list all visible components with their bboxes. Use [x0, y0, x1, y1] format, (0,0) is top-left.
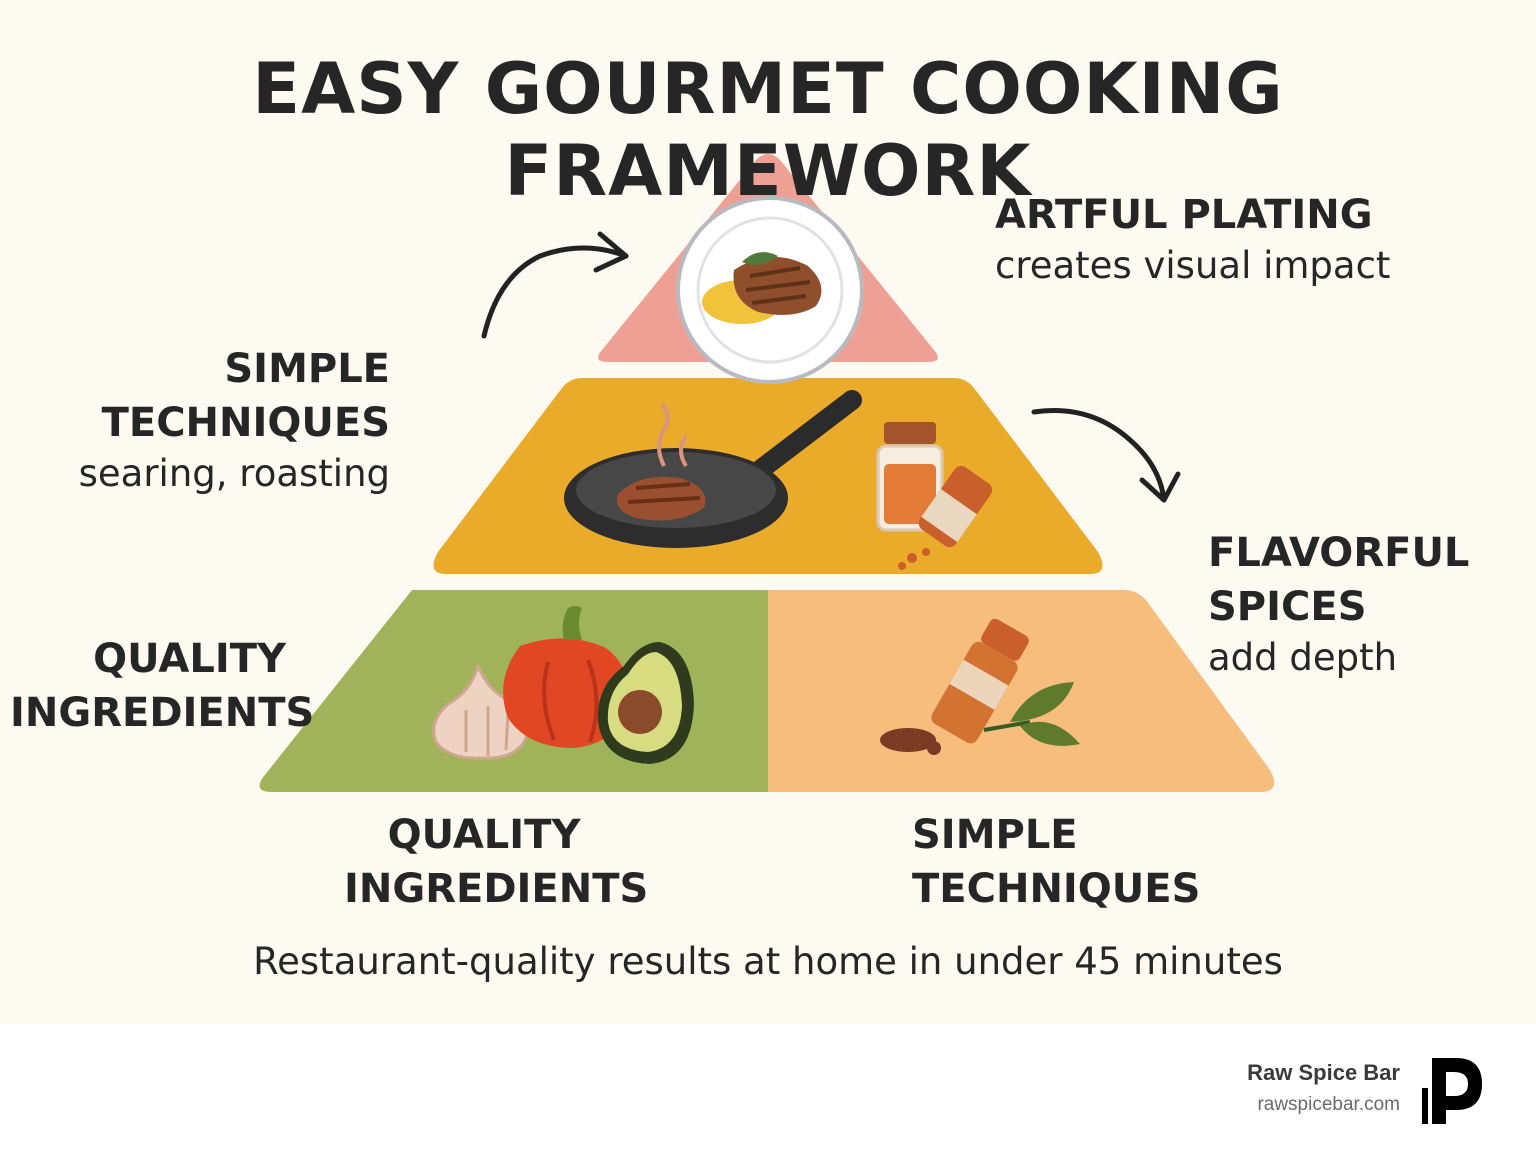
artful-plating-subtext: creates visual impact — [995, 244, 1391, 287]
base-tier-right — [768, 590, 1275, 792]
flavorful-spices-heading: FLAVORFUL SPICES — [1208, 530, 1470, 630]
simple-techniques-heading: SIMPLE TECHNIQUES — [101, 346, 390, 446]
artful-plating-heading: ARTFUL PLATING — [995, 192, 1373, 238]
quality-ingredients-bottom-label: QUALITY INGREDIENTS — [344, 812, 649, 912]
artful-plating-label: ARTFUL PLATING creates visual impact — [995, 188, 1390, 290]
brand-url: rawspicebar.com — [1257, 1094, 1400, 1115]
brand-logo-icon — [1422, 1058, 1482, 1124]
spice-jar-icon — [876, 422, 993, 570]
page-title: EASY GOURMET COOKING FRAMEWORK — [252, 48, 1284, 212]
quality-ingredients-side-label: QUALITY INGREDIENTS — [10, 636, 315, 736]
flavorful-spices-subtext: add depth — [1208, 636, 1398, 679]
avocado-icon — [597, 642, 694, 764]
simple-techniques-subtext: searing, roasting — [78, 452, 390, 495]
brand-block: Raw Spice Bar rawspicebar.com — [1190, 1060, 1400, 1116]
infographic-poster: EASY GOURMET COOKING FRAMEWORK ARTFUL PL… — [0, 0, 1536, 1024]
tagline: Restaurant-quality results at home in un… — [253, 940, 1283, 983]
leaf-icon — [983, 682, 1080, 746]
spice-bottle-icon — [880, 618, 1029, 755]
simple-techniques-bottom-label: SIMPLE TECHNIQUES — [912, 812, 1201, 912]
brand-name: Raw Spice Bar — [1247, 1060, 1400, 1085]
plate-steak-icon — [676, 196, 864, 384]
arrow-icon-up — [481, 231, 629, 339]
flavorful-spices-label: FLAVORFUL SPICES add depth — [1208, 526, 1508, 682]
pyramid-diagram — [259, 154, 1275, 792]
arrow-icon-down — [1031, 408, 1181, 503]
bell-pepper-icon — [503, 606, 629, 748]
frying-pan-icon — [564, 390, 862, 548]
simple-techniques-label: SIMPLE TECHNIQUES searing, roasting — [60, 342, 390, 498]
